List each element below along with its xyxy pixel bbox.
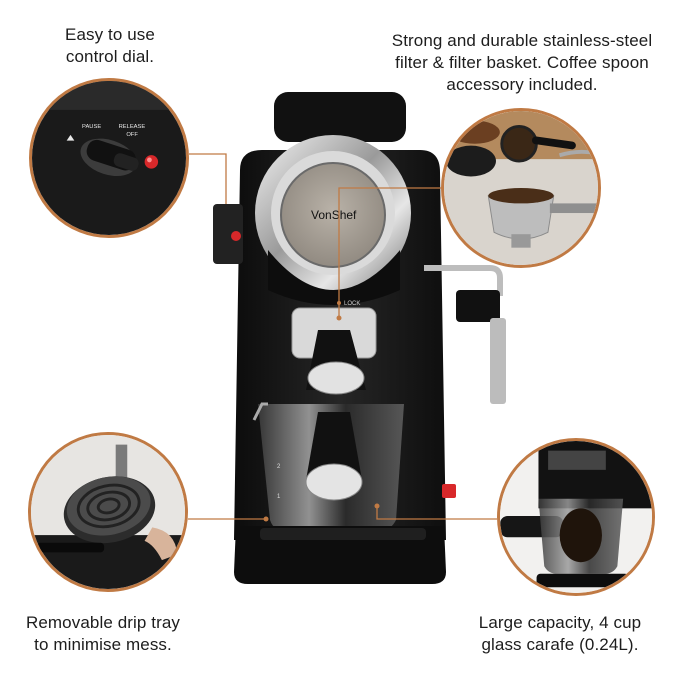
caption-line: glass carafe (0.24L). (481, 635, 639, 654)
caption-line: Strong and durable stainless-steel (391, 31, 653, 50)
control-dial-knob[interactable] (76, 132, 143, 183)
leader-filter (338, 187, 441, 318)
side-dial[interactable] (213, 204, 243, 264)
dial-indicator-light (144, 155, 159, 169)
side-indicator-light (231, 231, 241, 241)
drip-tray[interactable] (234, 526, 446, 584)
caption-line: Large capacity, 4 cup (478, 613, 642, 632)
leader-dial (189, 153, 227, 204)
caption-line: accessory included. (446, 75, 598, 94)
caption-drip-tray: Removable drip tray to minimise mess. (8, 612, 198, 656)
dial-label-release: RELEASE (119, 124, 146, 130)
dial-label-pause: PAUSE (82, 124, 101, 130)
caption-glass-carafe: Large capacity, 4 cup glass carafe (0.24… (462, 612, 658, 656)
coffee-spoon (500, 124, 538, 163)
caption-filter-basket: Strong and durable stainless-steel filte… (372, 30, 672, 96)
dial-label-off: OFF (126, 132, 138, 138)
inset-control-dial: PAUSE RELEASE OFF (29, 78, 189, 238)
caption-line: Easy to use (65, 25, 155, 44)
inset-filter-basket (441, 108, 601, 268)
caption-line: to minimise mess. (34, 635, 172, 654)
caption-line: Removable drip tray (25, 613, 181, 632)
carafe-mark-1: 1 (277, 494, 281, 500)
brand-logo: VonShef (311, 208, 357, 222)
caption-control-dial: Easy to use control dial. (30, 24, 190, 68)
carafe-mark-2: 2 (277, 464, 281, 470)
caption-line: control dial. (65, 47, 155, 66)
water-tank-lid[interactable] (274, 92, 406, 142)
leader-carafe (376, 506, 497, 520)
lock-label: LOCK (344, 301, 360, 307)
steam-wand[interactable] (424, 265, 503, 296)
inset-drip-tray (28, 432, 188, 592)
caption-line: filter & filter basket. Coffee spoon (395, 53, 649, 72)
drip-tray-grate[interactable] (57, 468, 161, 551)
inset-glass-carafe (497, 438, 655, 596)
power-switch[interactable] (442, 484, 456, 498)
